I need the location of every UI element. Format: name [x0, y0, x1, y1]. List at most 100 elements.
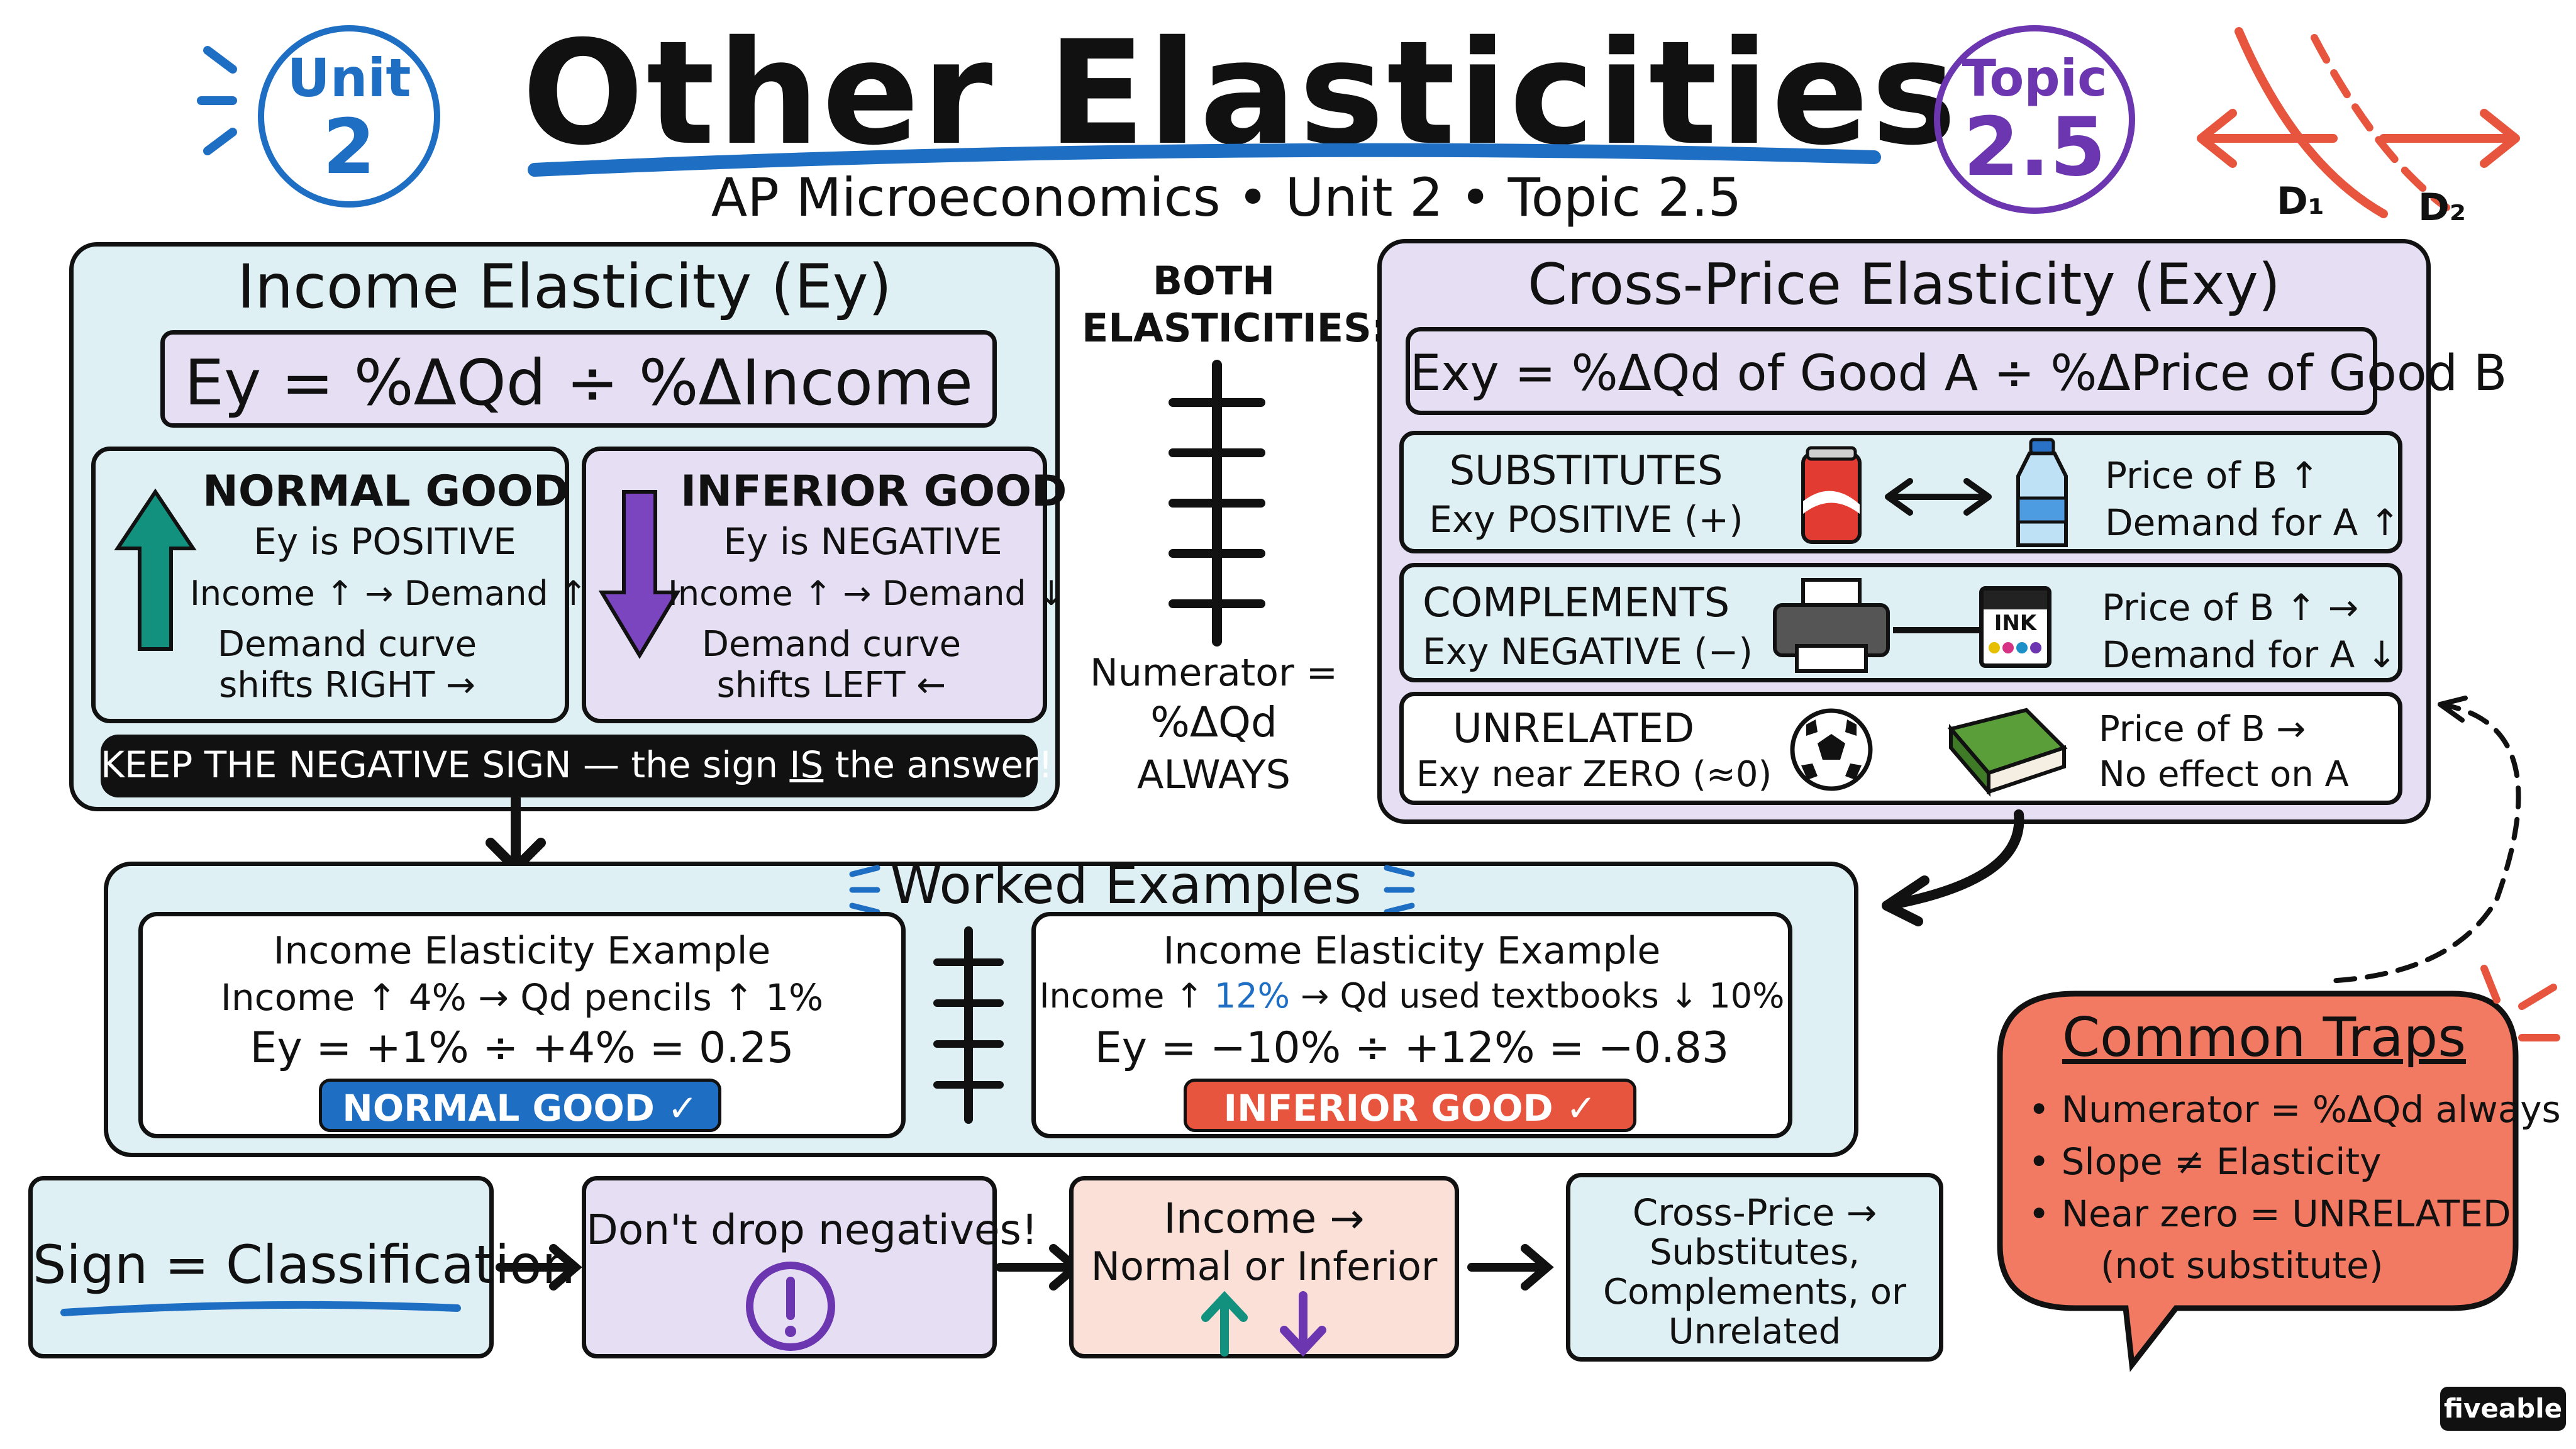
negative-sign-warning: KEEP THE NEGATIVE SIGN — the sign IS the…	[101, 735, 1053, 797]
cross-panel-title: Cross-Price Elasticity (Exy)	[1528, 252, 2280, 318]
flow-step-income: Income → Normal or Inferior	[1069, 1176, 1459, 1358]
exclamation-icon	[746, 1262, 835, 1351]
example2-badge-label: INFERIOR GOOD ✓	[1223, 1087, 1597, 1130]
title-underline	[528, 143, 1881, 177]
example1-title: Income Elasticity Example	[273, 929, 771, 973]
flow-step-cross: Cross-Price → Substitutes, Complements, …	[1566, 1173, 1943, 1362]
example1-badge: NORMAL GOOD ✓	[319, 1079, 721, 1132]
example1-line: Income ↑ 4% → Qd pencils ↑ 1%	[220, 976, 824, 1019]
unrelated-effect1: Price of B →	[2099, 709, 2306, 750]
both-label-line1: BOTH	[1152, 258, 1275, 304]
numerator-line2: %ΔQd	[1150, 698, 1277, 747]
normal-good-line3: Demand curve	[217, 624, 477, 665]
flow-step4-line1: Cross-Price →	[1632, 1191, 1877, 1234]
normal-good-card: NORMAL GOOD Ey is POSITIVE Income ↑ → De…	[91, 447, 588, 723]
flow-step-negatives: Don't drop negatives!	[582, 1176, 1038, 1358]
unrelated-row: UNRELATED Exy near ZERO (≈0) Price of B …	[1399, 692, 2402, 805]
flow-arrow-1	[496, 1244, 582, 1291]
traps-item3: • Near zero = UNRELATED	[2028, 1192, 2511, 1235]
unrelated-sign: Exy near ZERO (≈0)	[1416, 754, 1772, 795]
warning-text-is: IS	[789, 743, 824, 786]
inferior-good-line3: Demand curve	[701, 624, 962, 665]
soccer-ball-icon	[1790, 708, 1873, 791]
example2-calc: Ey = −10% ÷ +12% = −0.83	[1094, 1023, 1729, 1073]
normal-good-line4: shifts RIGHT →	[219, 665, 475, 706]
double-arrow-icon	[1885, 478, 1992, 516]
complements-row: COMPLEMENTS Exy NEGATIVE (−) INK Price o…	[1399, 563, 2402, 682]
flow-step4-line3: Complements, or	[1603, 1272, 1906, 1313]
water-bottle-icon	[2016, 438, 2068, 547]
traps-item1: • Numerator = %ΔQd always	[2028, 1088, 2561, 1131]
unit-badge: Unit 2	[258, 25, 440, 208]
flow-step4-line2: Substitutes,	[1649, 1232, 1860, 1273]
flow-step2-label: Don't drop negatives!	[586, 1206, 1038, 1254]
book-icon	[1947, 708, 2068, 797]
page-subtitle: AP Microeconomics • Unit 2 • Topic 2.5	[711, 167, 1742, 228]
flow-up-arrow-icon	[1201, 1291, 1248, 1357]
demand-shift-icon	[2197, 27, 2520, 218]
traps-bubble-shape	[1997, 991, 2519, 1372]
substitutes-row: SUBSTITUTES Exy POSITIVE (+) Price of B …	[1399, 431, 2402, 553]
inferior-good-card: INFERIOR GOOD Ey is NEGATIVE Income ↑ → …	[582, 447, 1067, 723]
traps-title: Common Traps	[2062, 1006, 2467, 1069]
example2-badge: INFERIOR GOOD ✓	[1184, 1079, 1636, 1132]
complements-effect2: Demand for A ↓	[2102, 633, 2397, 676]
equals-ladder-icon	[1169, 360, 1265, 647]
printer-icon	[1773, 578, 1890, 673]
numerator-line1: Numerator =	[1090, 651, 1338, 695]
ink-cartridge-icon: INK	[1979, 586, 2051, 668]
d2-label: D₂	[2418, 186, 2467, 230]
inferior-good-line4: shifts LEFT ←	[716, 665, 947, 706]
example1-calc: Ey = +1% ÷ +4% = 0.25	[250, 1023, 794, 1073]
up-arrow-icon	[114, 488, 197, 651]
unrelated-effect2: No effect on A	[2099, 754, 2349, 795]
worked-left-sparkle-icon	[849, 865, 880, 915]
flow-step1-underline	[60, 1301, 461, 1316]
down-arrow-icon	[598, 490, 681, 659]
topic-badge: Topic 2.5	[1934, 25, 2135, 214]
topic-badge-number: 2.5	[1963, 101, 2106, 194]
traps-item2: • Slope ≠ Elasticity	[2028, 1140, 2382, 1183]
substitutes-title: SUBSTITUTES	[1449, 448, 1723, 494]
example2-line-a: Income ↑	[1039, 976, 1214, 1016]
numerator-line3: ALWAYS	[1136, 752, 1291, 797]
d1-label: D₁	[2277, 179, 2325, 223]
inferior-good-line2: Income ↑ → Demand ↓	[668, 574, 1066, 613]
income-formula: Ey = %ΔQd ÷ %ΔIncome	[184, 346, 974, 419]
complements-sign: Exy NEGATIVE (−)	[1423, 630, 1753, 673]
cross-to-examples-arrow	[1882, 809, 2024, 926]
brand-logo: fiveable	[2440, 1387, 2566, 1431]
ink-label: INK	[1994, 611, 2037, 636]
example2-line-b: → Qd used textbooks ↓ 10%	[1289, 976, 1785, 1016]
warning-text-pre: KEEP THE NEGATIVE SIGN — the sign	[101, 743, 790, 786]
unit-badge-label: Unit	[287, 47, 411, 109]
inferior-good-line1: Ey is NEGATIVE	[723, 520, 1002, 563]
unit-sparkle-icon	[197, 46, 237, 155]
worked-examples-title: Worked Examples	[890, 854, 1362, 916]
flow-step3-line1: Income →	[1163, 1194, 1365, 1243]
cross-formula-box: Exy = %ΔQd of Good A ÷ %ΔPrice of Good B	[1406, 327, 2507, 415]
unrelated-title: UNRELATED	[1452, 706, 1695, 752]
normal-good-line2: Income ↑ → Demand ↑	[190, 574, 588, 613]
topic-badge-label: Topic	[1962, 49, 2107, 108]
traps-item4: (not substitute)	[2101, 1244, 2384, 1287]
traps-alert-lines-icon	[2480, 965, 2560, 1041]
example2-line-highlight: 12%	[1214, 976, 1290, 1016]
brand-logo-text: fiveable	[2443, 1393, 2563, 1424]
substitutes-effect1: Price of B ↑	[2105, 454, 2320, 497]
warning-text-post: the answer!	[823, 743, 1053, 786]
substitutes-effect2: Demand for A ↑	[2105, 501, 2401, 544]
example-card-inferior: Income Elasticity Example Income ↑ 12% →…	[1031, 912, 1792, 1138]
normal-good-title: NORMAL GOOD	[203, 467, 569, 516]
flow-arrow-3	[1467, 1244, 1554, 1291]
flow-step-sign: Sign = Classification	[28, 1176, 575, 1358]
soda-can-icon	[1801, 446, 1862, 544]
inferior-good-title: INFERIOR GOOD	[680, 467, 1067, 516]
complements-effect1: Price of B ↑ →	[2102, 586, 2359, 629]
flow-down-arrow-icon	[1280, 1291, 1326, 1357]
example1-badge-label: NORMAL GOOD ✓	[342, 1087, 698, 1130]
cable-icon	[1893, 627, 1981, 633]
flow-step1-label: Sign = Classification	[33, 1234, 575, 1296]
income-panel-title: Income Elasticity (Ey)	[236, 252, 892, 322]
worked-right-sparkle-icon	[1384, 865, 1415, 915]
